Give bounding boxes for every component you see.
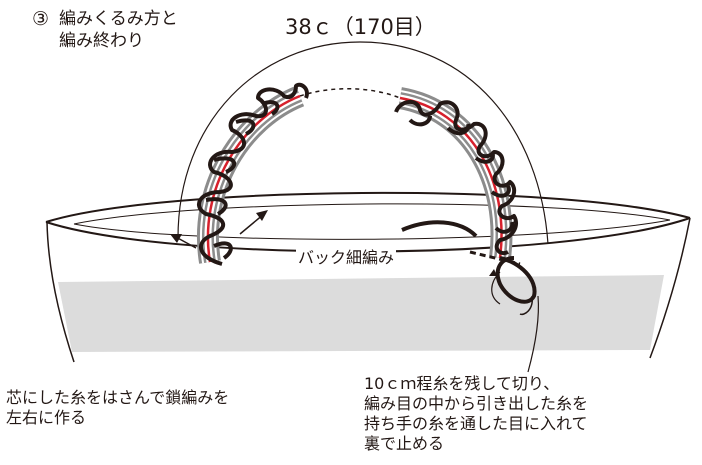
handle-measure-label: 38ｃ（170目） (285, 15, 436, 39)
loose-thread (401, 220, 539, 373)
handle-dashed-gap (299, 87, 401, 99)
note-right-line: 裏で止める (364, 434, 445, 453)
bag-rim-outer (45, 191, 691, 223)
bag-edge-label: バック細編み (296, 248, 397, 268)
direction-arrows (170, 210, 268, 249)
handle-guide-arc (177, 41, 549, 245)
note-left: 芯にした糸をはさんで鎖編みを 左右に作る (6, 388, 229, 428)
note-right-line: 編み目の中から引き出した糸を (364, 394, 589, 413)
step-title-line: 編みくるみ方と (59, 9, 178, 29)
handle-left (196, 82, 309, 266)
note-left-line: 芯にした糸をはさんで鎖編みを (6, 388, 230, 407)
handle-right (394, 87, 519, 260)
bag-gray-band (58, 275, 664, 352)
bag (45, 189, 691, 363)
bag-rim-inner-top (73, 203, 671, 225)
note-right-line: 持ち手の糸を通した目に入れて (364, 414, 588, 433)
step-title: 編みくるみ方と 編み終わり (59, 8, 178, 52)
chain-stitch-left (197, 82, 309, 266)
bag-left-side (46, 221, 75, 363)
note-right-line: 10ｃｍ程糸を残して切り、 (364, 374, 560, 393)
bag-rim-inner-bottom (73, 219, 671, 240)
bag-right-side (649, 217, 691, 359)
step-title-line: 編み終わり (59, 31, 145, 51)
step-number: ③ (32, 8, 50, 30)
note-right: 10ｃｍ程糸を残して切り、 編み目の中から引き出した糸を 持ち手の糸を通した目に… (364, 374, 588, 454)
step-heading: ③ 編みくるみ方と 編み終わり (32, 8, 178, 52)
note-left-line: 左右に作る (6, 408, 87, 427)
